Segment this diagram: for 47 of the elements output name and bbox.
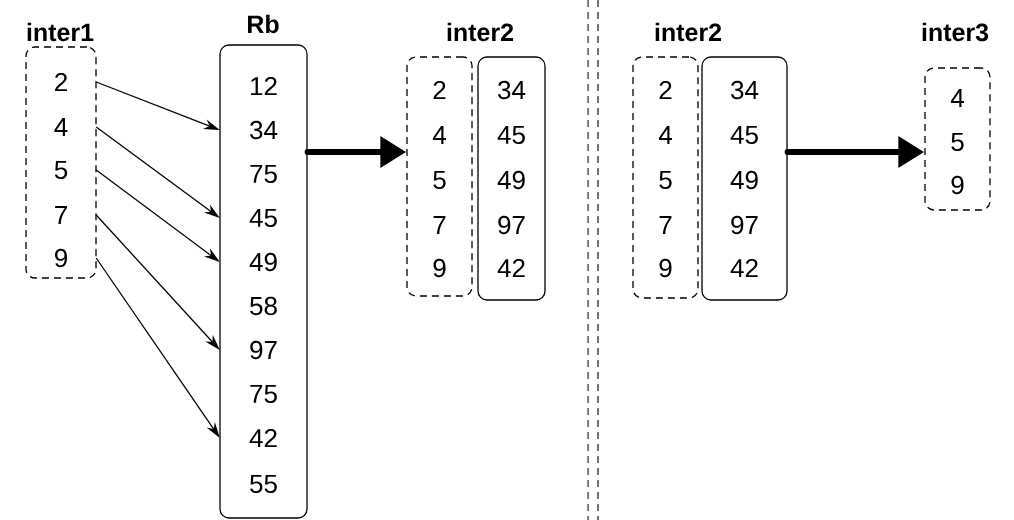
number-text: 49 — [249, 252, 277, 272]
number-text: 4 — [432, 126, 446, 144]
number-text: 12 — [251, 76, 277, 96]
number-text: 9 — [433, 258, 446, 278]
number-text: 45 — [249, 208, 277, 228]
number-text: 2 — [433, 80, 446, 100]
number-text: 97 — [498, 215, 525, 235]
box-heading: inter3 — [922, 22, 989, 42]
number-text: 75 — [250, 384, 277, 404]
group-heading: inter2 — [655, 22, 722, 42]
number-text: 4 — [658, 126, 672, 144]
number-text: 2 — [55, 72, 67, 92]
number-text: 45 — [730, 125, 758, 145]
number-text: 42 — [730, 258, 758, 278]
number-text: 55 — [250, 474, 277, 494]
number-text: 2 — [659, 80, 672, 100]
number-text: 34 — [731, 80, 759, 100]
number-text: 97 — [731, 215, 758, 235]
number-text: 45 — [497, 125, 525, 145]
number-text: 7 — [55, 206, 67, 224]
number-text: 58 — [250, 296, 277, 316]
group-heading: inter2 — [447, 22, 514, 42]
number-text: 9 — [951, 175, 964, 195]
number-text: 9 — [55, 248, 67, 268]
number-text: 7 — [659, 216, 672, 234]
number-text: 7 — [433, 216, 446, 234]
number-text: 5 — [54, 160, 68, 180]
number-text: 5 — [433, 170, 446, 190]
number-text: 5 — [659, 170, 672, 190]
solid-box — [701, 56, 788, 301]
dashed-box — [632, 56, 699, 299]
number-text: 49 — [497, 170, 525, 190]
dashed-box — [406, 56, 473, 297]
box-heading: inter1 — [27, 22, 94, 42]
number-text: 9 — [659, 258, 672, 278]
number-text: 34 — [498, 80, 526, 100]
number-text: 4 — [54, 118, 68, 136]
solid-box — [477, 56, 546, 301]
box-heading: Rb — [248, 14, 279, 34]
number-text: 34 — [250, 120, 278, 140]
number-text: 97 — [250, 340, 277, 360]
number-text: 49 — [730, 170, 758, 190]
number-text: 42 — [249, 428, 277, 448]
number-text: 5 — [951, 132, 964, 152]
number-text: 42 — [497, 258, 525, 278]
number-text: 4 — [950, 89, 964, 107]
number-text: 75 — [250, 164, 277, 184]
